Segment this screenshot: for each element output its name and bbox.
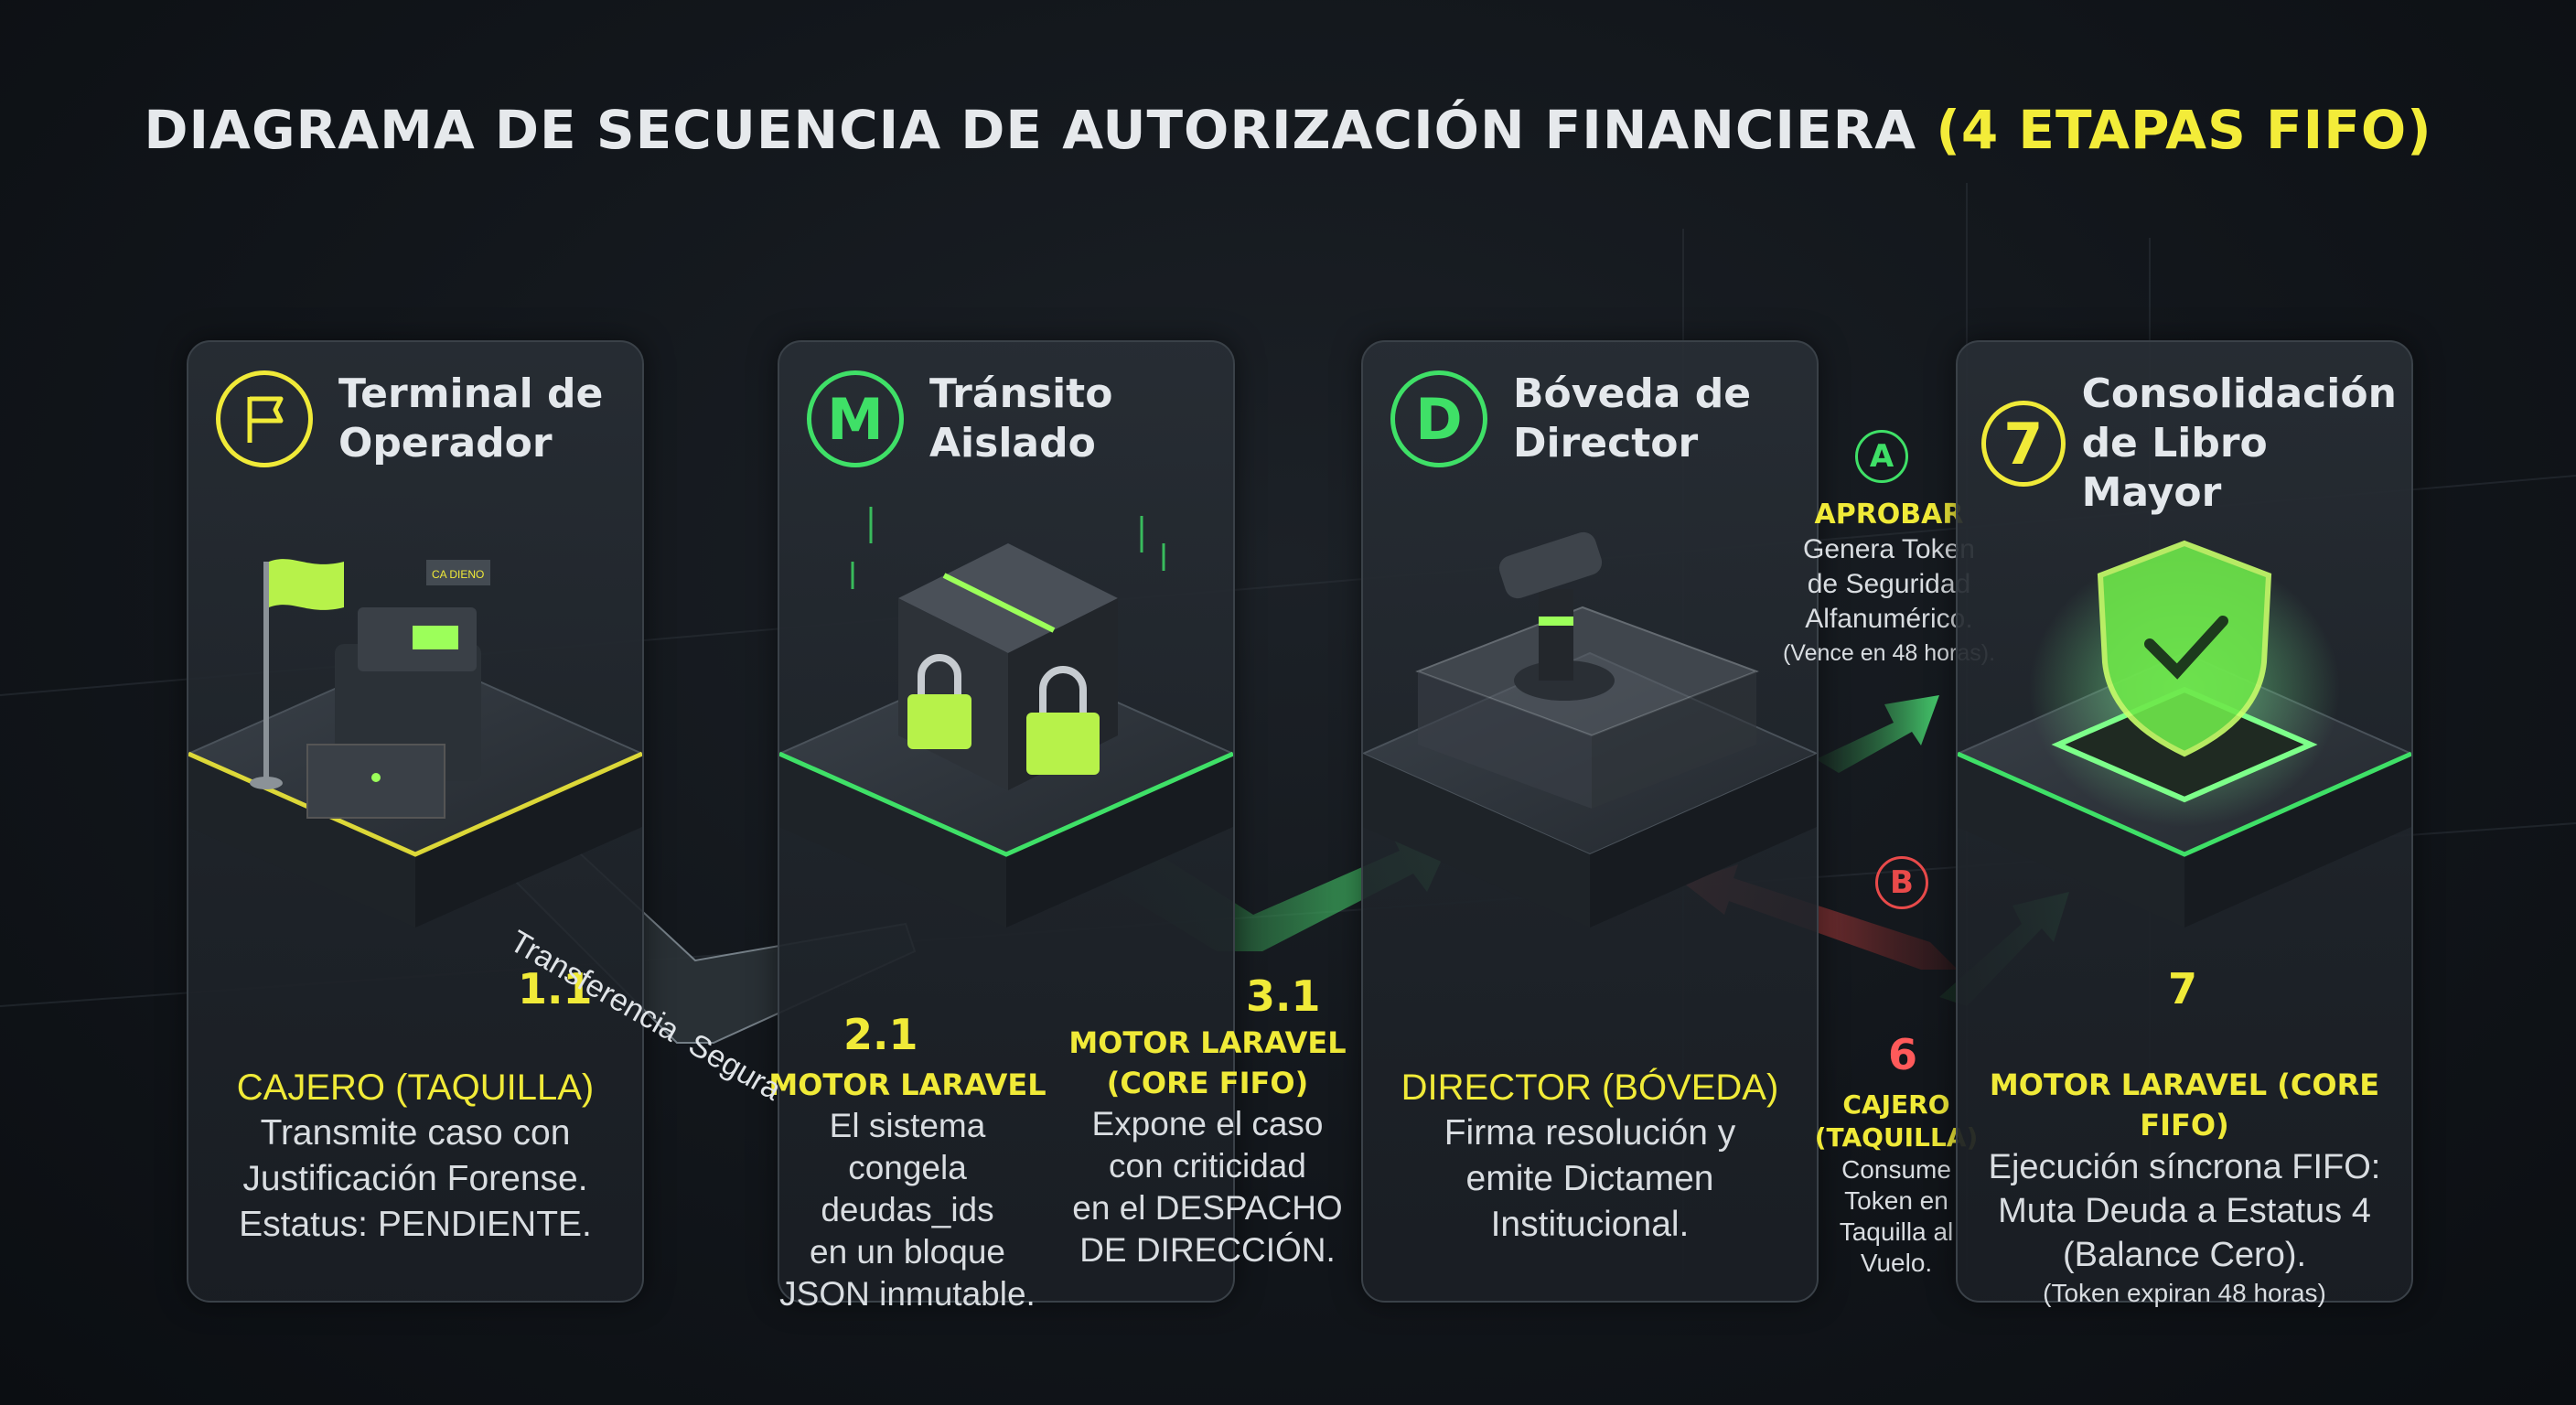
- stage-card-transit: M Tránsito Aislado 2.1 MOTOR LARAVEL El …: [768, 340, 1235, 1313]
- stage-text: Transmite caso con Justificación Forense…: [239, 1113, 592, 1244]
- branch-b-text: Consume Token en Taquilla al Vuelo.: [1839, 1155, 1954, 1277]
- stage-title: Consolidación de Libro Mayor: [2081, 370, 2397, 516]
- stage-card-ledger: 7 Consolidación de Libro Mayor 7 MOTOR L…: [1956, 340, 2413, 1307]
- stage-role: CAJERO (TAQUILLA): [236, 1067, 595, 1108]
- cash-register-icon: CA DIENO: [188, 559, 642, 928]
- stage-text: Expone el caso con criticidad en el DESP…: [1072, 1105, 1343, 1269]
- stage-card-operator: Terminal de Operador CA DIENO 1.1 CAJERO…: [187, 340, 644, 1303]
- register-label: CA DIENO: [432, 568, 484, 581]
- branch-b-label: CAJERO (TAQUILLA): [1814, 1089, 1979, 1153]
- approve-text: Genera Token de Seguridad Alfanumérico.: [1803, 534, 1975, 634]
- stage-number: 7: [2168, 964, 2198, 1014]
- stage-badge: 7: [1981, 401, 2066, 487]
- stage-role: DIRECTOR (BÓVEDA): [1401, 1067, 1779, 1108]
- stage-role: MOTOR LARAVEL (CORE FIFO): [1068, 1025, 1347, 1100]
- stage-number: 2.1: [843, 1010, 918, 1059]
- branch-b-number: 6: [1888, 1030, 1918, 1079]
- stage-title: Tránsito Aislado: [929, 370, 1113, 467]
- stage-text: El sistema congela deudas_ids en un bloq…: [779, 1107, 1036, 1313]
- branch-a-badge: A: [1855, 430, 1908, 483]
- stage-role: MOTOR LARAVEL: [768, 1067, 1046, 1102]
- stage-card-director: D Bóveda de Director DIRECTOR (BÓVEDA) F…: [1361, 340, 1819, 1303]
- approve-label: APROBAR: [1814, 499, 1964, 531]
- stage-title: Bóveda de Director: [1513, 370, 1752, 467]
- locked-cube-icon: [779, 507, 1233, 928]
- stage-number: 3.1: [1246, 971, 1321, 1021]
- stage-badge: D: [1390, 370, 1487, 467]
- gavel-icon: [1363, 531, 1817, 928]
- stage-badge: M: [807, 370, 904, 467]
- approve-arrow: [1816, 695, 1939, 773]
- shield-check-icon: [1958, 540, 2411, 928]
- stage-text: Firma resolución y emite Dictamen Instit…: [1444, 1113, 1736, 1244]
- stage-number: 1.1: [518, 964, 593, 1014]
- branch-b-badge: B: [1875, 856, 1928, 909]
- stage-note: (Token expiran 48 horas): [2043, 1279, 2326, 1307]
- stage-role: MOTOR LARAVEL (CORE FIFO): [1989, 1067, 2380, 1142]
- stage-title: Terminal de Operador: [338, 370, 604, 467]
- stage-text: Ejecución síncrona FIFO: Muta Deuda a Es…: [1988, 1148, 2381, 1274]
- page-title: DIAGRAMA DE SECUENCIA DE AUTORIZACIÓN FI…: [144, 99, 2432, 161]
- flag-icon: [216, 370, 313, 467]
